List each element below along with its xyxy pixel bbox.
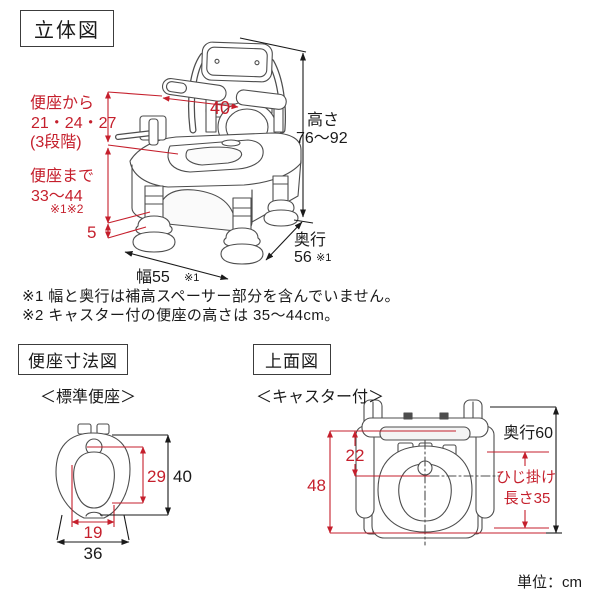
seat-black-dimensions: [56, 434, 171, 545]
perspective-black-dimensions: [124, 37, 314, 281]
label-seat-inner-height: 29: [147, 467, 166, 486]
perspective-red-dimensions: [105, 91, 239, 239]
label-height-value: 76〜92: [296, 130, 348, 147]
label-seat-outer-height: 40: [173, 467, 192, 486]
label-spacer-height: 5: [87, 223, 96, 242]
label-topview-depth: 奥行60: [503, 424, 553, 442]
footnote-1: ※1 幅と奥行は補高スペーサー部分を含んでいません。: [22, 288, 400, 305]
label-seat-outer-width: 36: [84, 544, 103, 563]
seat-diagram-title-box: 便座寸法図: [18, 344, 128, 375]
label-seat-to-1: 便座まで: [30, 167, 94, 185]
label-topview-seat-inset: 22: [346, 446, 365, 465]
label-seat-from-2: 21・24・27: [31, 115, 116, 132]
label-topview-length: 48: [307, 476, 326, 495]
seat-illustration: [55, 423, 131, 519]
perspective-title: 立体図: [34, 20, 100, 42]
top-view-title: 上面図: [265, 352, 319, 371]
unit-label: 単位：cm: [517, 574, 582, 591]
label-seat-to-note: ※1※2: [50, 202, 84, 216]
label-width-note: ※1: [184, 272, 199, 284]
top-view-title-box: 上面図: [253, 344, 331, 375]
top-view-red-dimensions: [327, 430, 549, 534]
label-seat-from-1: 便座から: [30, 94, 94, 112]
footnote-2: ※2 キャスター付の便座の高さは 35〜44cm。: [22, 307, 340, 324]
seat-red-dimensions: [71, 446, 146, 527]
label-height: 高さ: [307, 111, 339, 129]
seat-diagram-subtitle: ＜標準便座＞: [40, 389, 137, 406]
label-seat-to-2: 33〜44: [31, 188, 83, 205]
top-view-black-dimensions: [490, 406, 562, 534]
top-view-subtitle: ＜キャスター付＞: [256, 389, 385, 406]
label-topview-armrest-2: 長さ35: [504, 490, 551, 507]
perspective-toilet-illustration: [115, 41, 302, 265]
footnotes: ※1 幅と奥行は補高スペーサー部分を含んでいません。 ※2 キャスター付の便座の…: [22, 287, 400, 325]
label-depth-note: ※1: [316, 252, 331, 264]
label-armrest-span: 40: [210, 98, 230, 118]
label-width-value: 幅55: [136, 268, 170, 286]
seat-diagram-title: 便座寸法図: [28, 352, 118, 371]
label-topview-armrest-1: ひじ掛け: [496, 469, 556, 486]
perspective-title-box: 立体図: [20, 10, 114, 47]
label-depth-value: 56: [294, 249, 312, 266]
label-seat-from-3: (3段階): [30, 133, 82, 151]
label-seat-inner-width: 19: [84, 523, 103, 542]
top-view-illustration: [355, 399, 501, 546]
label-depth: 奥行: [294, 231, 326, 249]
